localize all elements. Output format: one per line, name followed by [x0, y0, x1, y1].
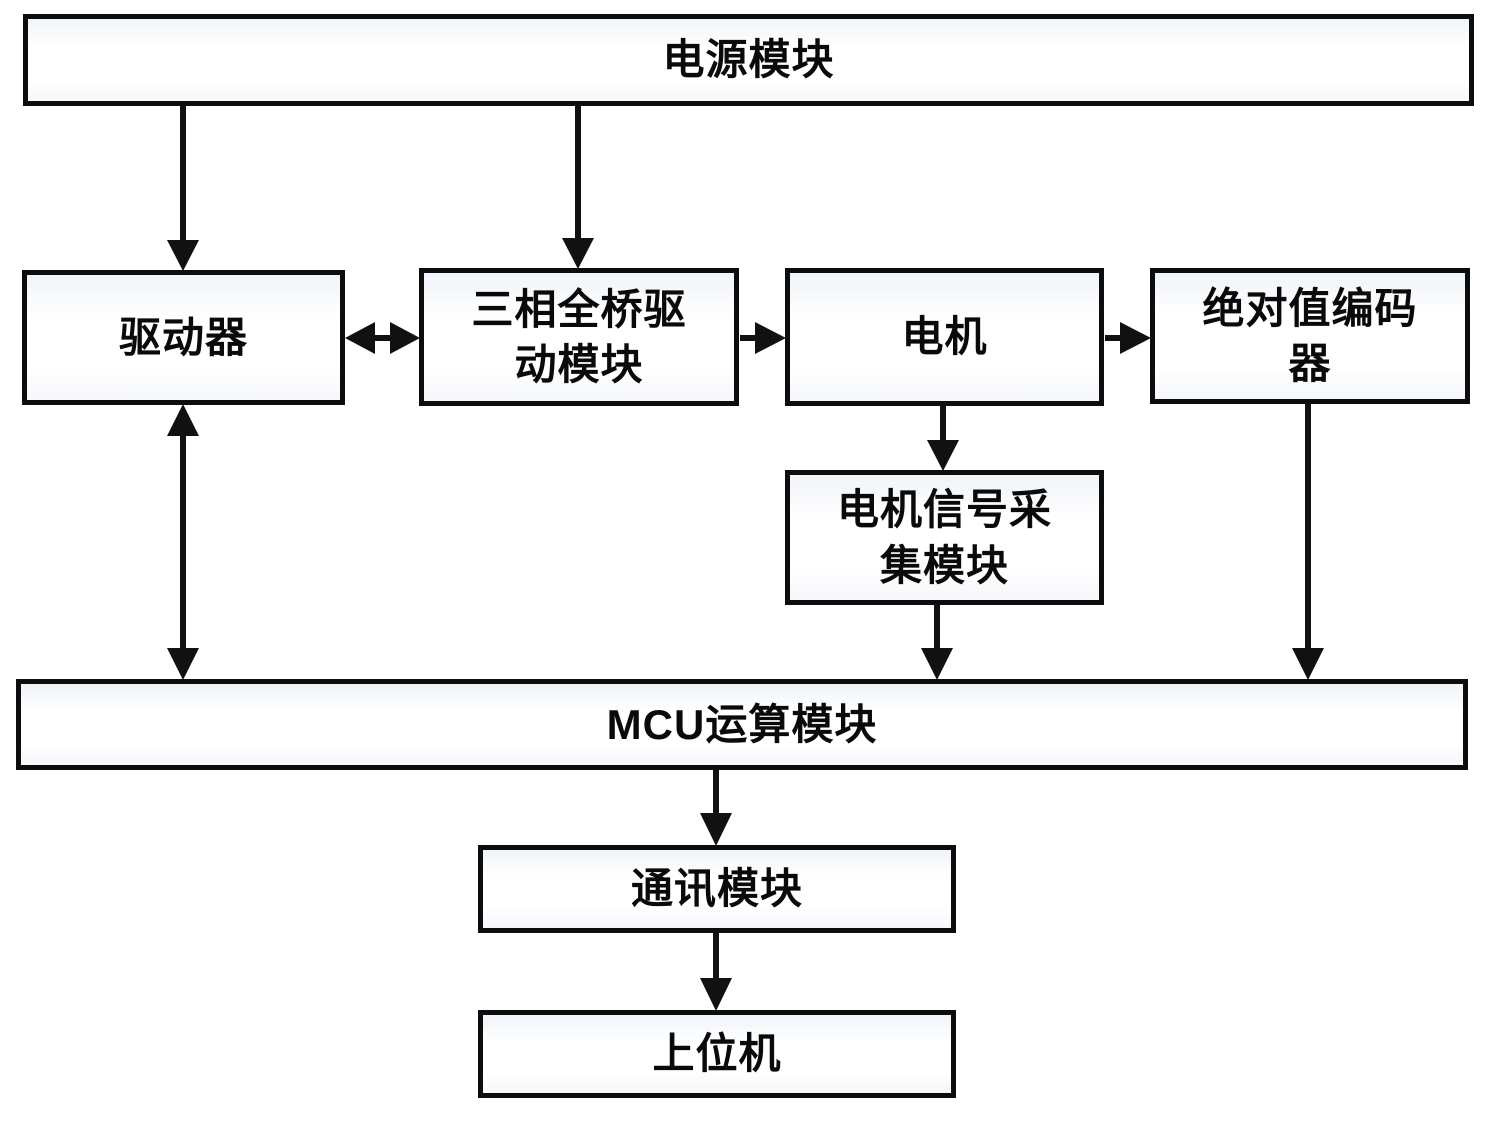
node-motor-signal-acquisition-module: 电机信号采 集模块	[785, 470, 1104, 605]
connector-bridge-to-motor	[740, 322, 786, 354]
node-absolute-encoder: 绝对值编码 器	[1150, 268, 1470, 404]
connector-comm-to-host	[700, 933, 732, 1011]
node-host-computer: 上位机	[478, 1010, 956, 1098]
connector-mcu-to-comm	[700, 770, 732, 846]
node-three-phase-full-bridge-drive-module-label: 三相全桥驱 动模块	[471, 285, 687, 388]
connector-motor-to-encoder	[1105, 322, 1151, 354]
node-motor-label: 电机	[901, 313, 988, 361]
connector-driver-bridge-double-arrow	[345, 322, 420, 354]
node-driver: 驱动器	[22, 270, 345, 405]
node-motor: 电机	[785, 268, 1104, 406]
connector-motor-to-signal	[927, 406, 959, 471]
node-driver-label: 驱动器	[118, 313, 248, 361]
node-power-module-label: 电源模块	[662, 36, 835, 84]
node-communication-module-label: 通讯模块	[630, 865, 803, 913]
connector-driver-mcu-double-arrow	[167, 404, 199, 680]
node-mcu-computing-module-label: MCU运算模块	[606, 700, 878, 748]
node-communication-module: 通讯模块	[478, 845, 956, 933]
connector-power-to-driver	[167, 105, 199, 271]
connector-power-to-bridge	[562, 105, 594, 269]
node-absolute-encoder-label: 绝对值编码 器	[1202, 284, 1418, 387]
node-mcu-computing-module: MCU运算模块	[16, 679, 1468, 770]
connector-encoder-to-mcu	[1292, 403, 1324, 680]
node-three-phase-full-bridge-drive-module: 三相全桥驱 动模块	[419, 268, 739, 406]
connector-signal-to-mcu	[921, 604, 953, 680]
node-power-module: 电源模块	[23, 14, 1474, 106]
node-motor-signal-acquisition-module-label: 电机信号采 集模块	[836, 486, 1052, 589]
node-host-computer-label: 上位机	[652, 1030, 782, 1078]
